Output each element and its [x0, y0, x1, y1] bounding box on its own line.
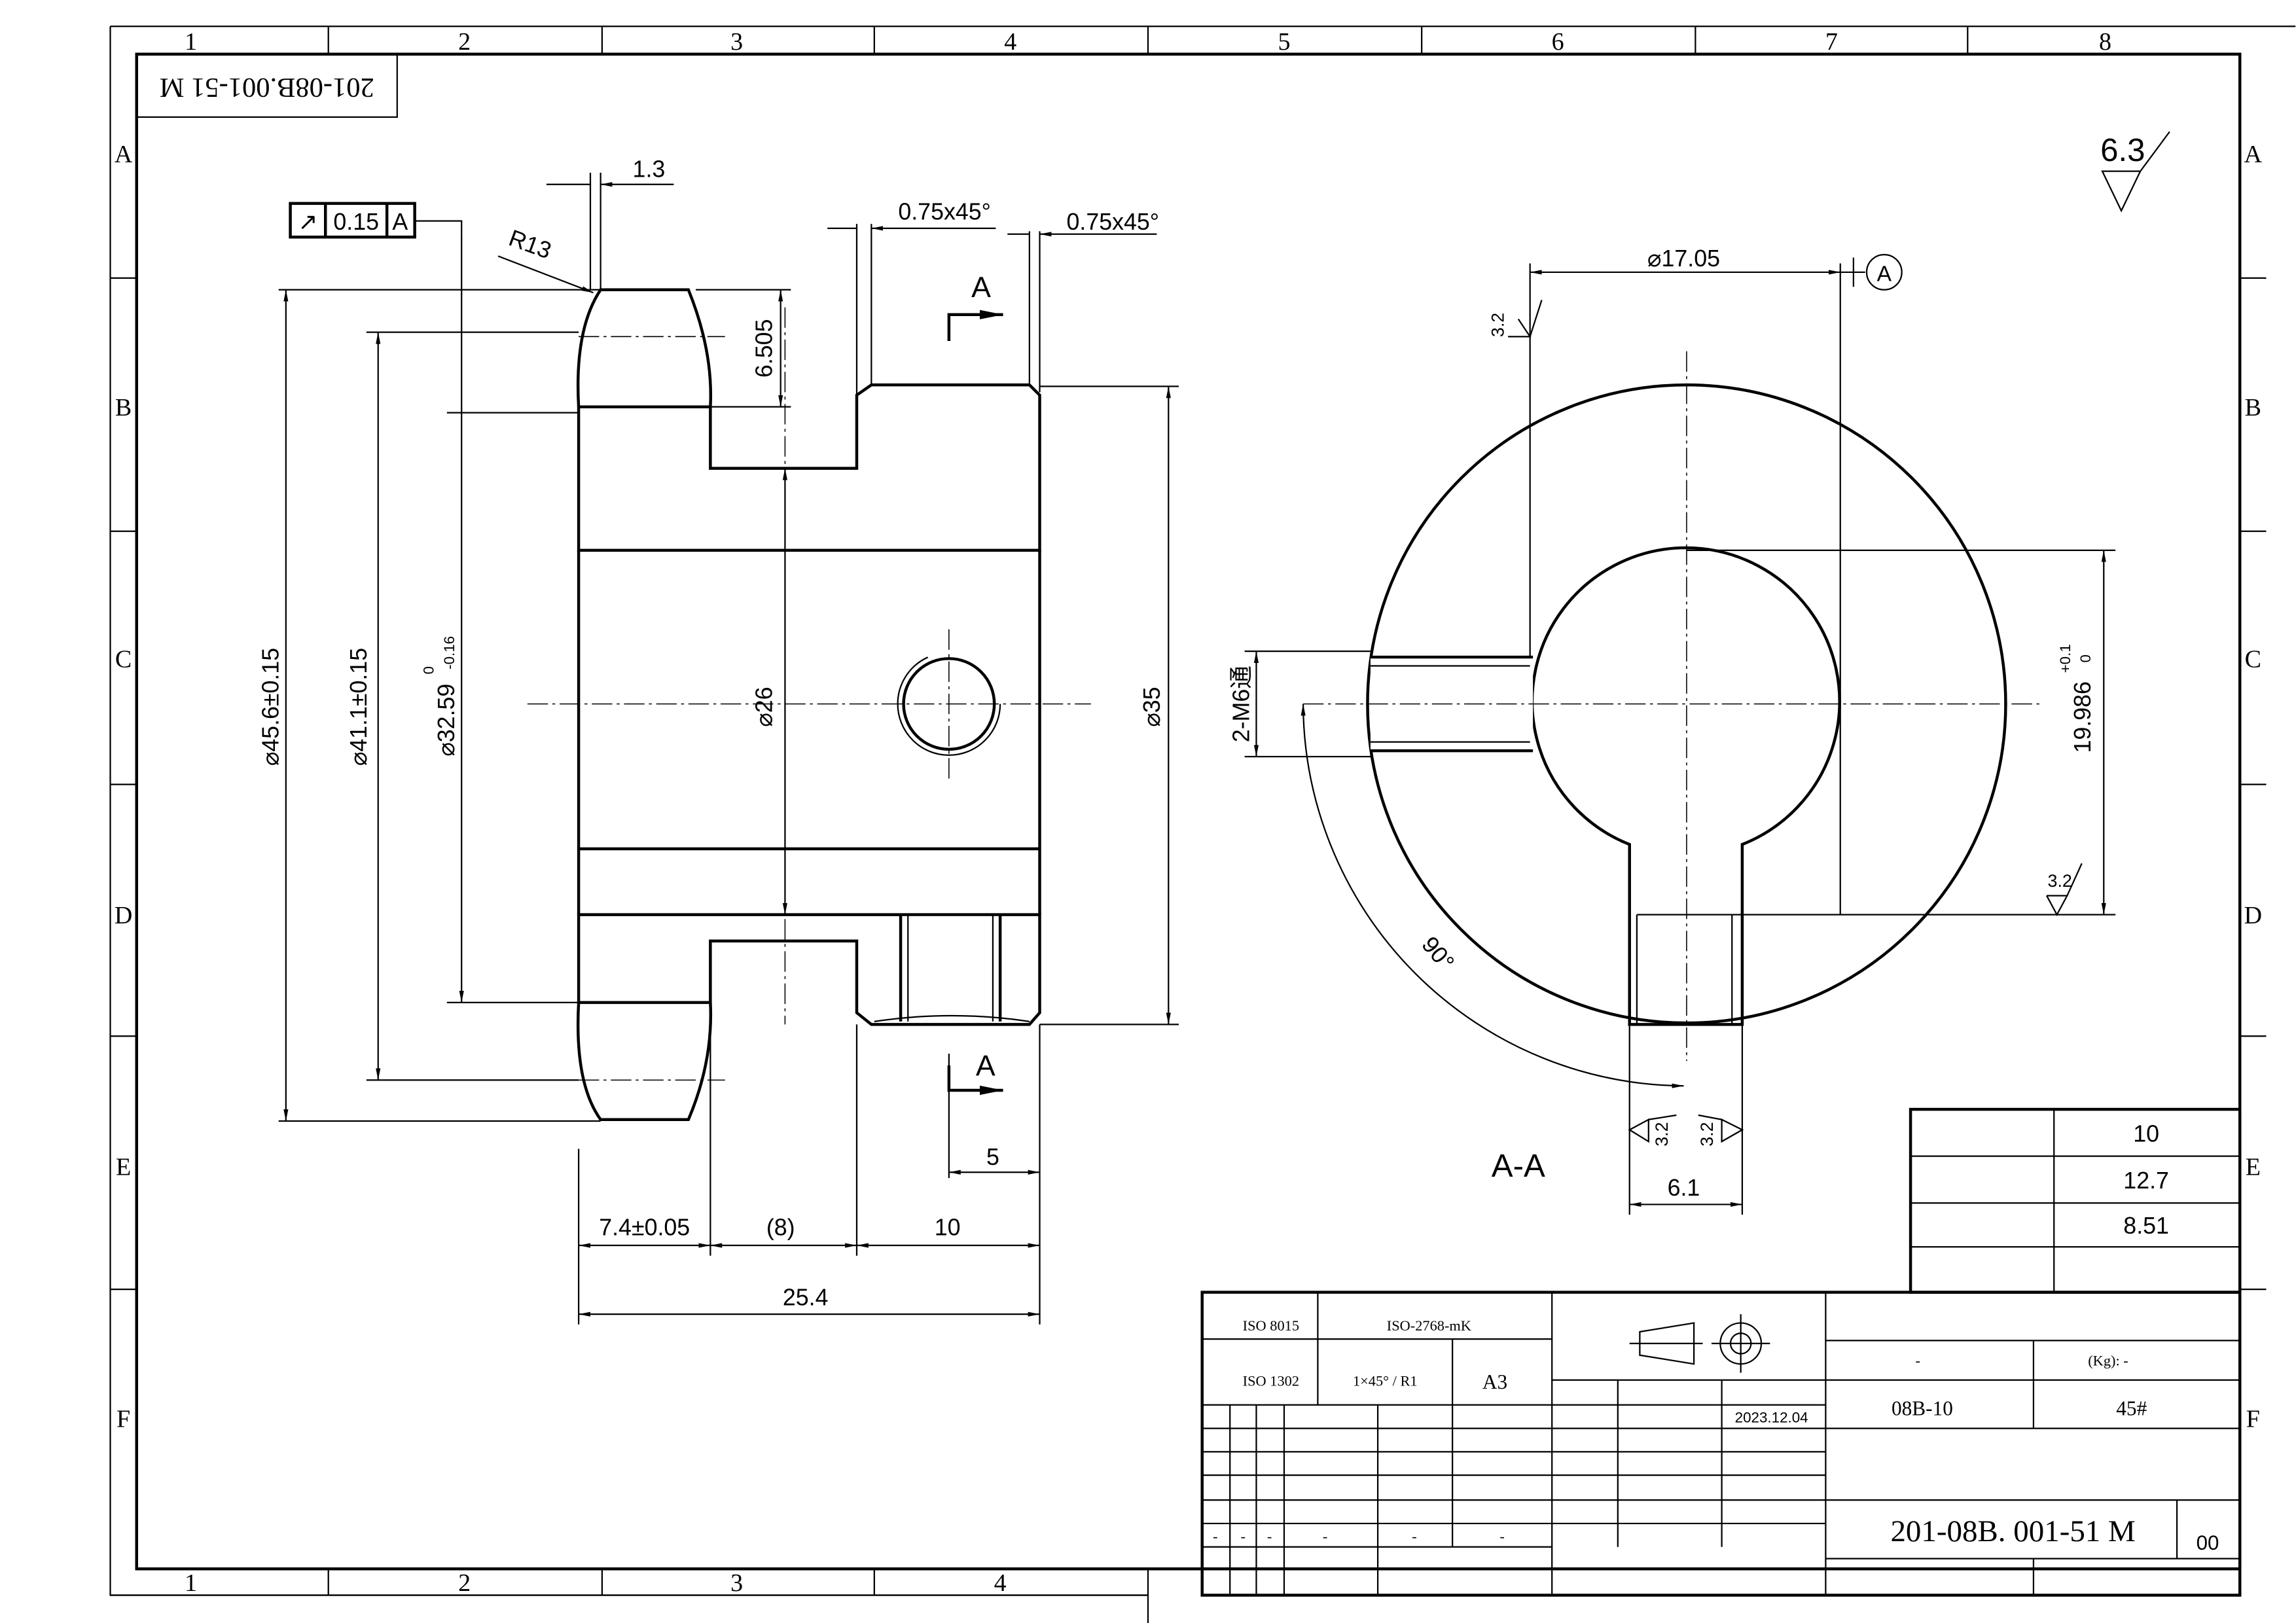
- dim-dia-35: ⌀35: [1139, 687, 1165, 726]
- dim-dia-32-59-lower: -0.16: [441, 636, 457, 669]
- dim-8: (8): [766, 1214, 795, 1240]
- dim-chamfer-1: 0.75x45°: [898, 198, 991, 224]
- sheet-size: A3: [1482, 1370, 1507, 1393]
- roughness-2: 3.2: [2048, 871, 2072, 891]
- thread-callout: 2-M6通: [1228, 666, 1254, 742]
- column-label: 7: [1825, 28, 1838, 56]
- dim-radius: R13: [505, 224, 554, 264]
- title-block: ISO 8015 ISO-2768-mK ISO 1302 1×45° / R1…: [1200, 1291, 2242, 1597]
- row-label: A: [115, 141, 133, 168]
- row-dash: -: [1412, 1528, 1416, 1544]
- row-dash: -: [1267, 1528, 1272, 1544]
- front-view: ↗ 0.15 A 1.3 0.75x45° 0.75x45° R13 6.505…: [258, 156, 1179, 1325]
- column-label: 1: [185, 1569, 197, 1597]
- corner-drawing-number: 201-08B.001-51 M: [160, 72, 374, 103]
- drawing-date: 2023.12.04: [1735, 1410, 1808, 1426]
- drawing-number: 201-08B. 001-51 M: [1890, 1514, 2135, 1548]
- row-label: D: [2244, 902, 2262, 929]
- runout-symbol: ↗: [298, 209, 317, 235]
- column-label: 6: [1552, 28, 1564, 56]
- section-mark-top: A: [971, 272, 991, 304]
- dim-6-1: 6.1: [1668, 1175, 1700, 1201]
- row-dash: -: [1241, 1528, 1246, 1544]
- param-value: 8.51: [2123, 1213, 2169, 1239]
- column-label: 1: [185, 28, 197, 56]
- dim-dia-45-6: ⌀45.6±0.15: [258, 648, 284, 766]
- row-label: E: [2246, 1154, 2261, 1181]
- row-label: C: [2245, 646, 2261, 673]
- dim-7-4: 7.4±0.05: [599, 1214, 690, 1240]
- chamfer-note: 1×45° / R1: [1353, 1373, 1418, 1389]
- row-dash: -: [1499, 1528, 1504, 1544]
- dim-dia-17-05: ⌀17.05: [1647, 245, 1720, 272]
- dim-angle: 90°: [1416, 931, 1459, 975]
- dim-1-3: 1.3: [633, 156, 666, 183]
- title-dash: -: [1916, 1352, 1920, 1368]
- row-dash: -: [1213, 1528, 1217, 1544]
- column-label: 5: [1278, 28, 1290, 56]
- tolerance-value: 0.15: [333, 209, 379, 235]
- column-label: 3: [730, 28, 743, 56]
- projection-symbol: [1629, 1314, 1770, 1373]
- roughness-1: 3.2: [1488, 313, 1507, 337]
- param-value: 10: [2133, 1120, 2159, 1147]
- section-view-a-a: ⌀17.05 A 3.2 2-M6通 19.986 +0.1 0 3.2 90°…: [1228, 131, 2170, 1215]
- parameter-table: 10 12.7 8.51: [1909, 1107, 2242, 1294]
- column-label: 3: [730, 1569, 743, 1597]
- row-label: C: [115, 646, 132, 673]
- row-label: A: [2244, 141, 2263, 168]
- param-value: 12.7: [2123, 1168, 2169, 1194]
- dim-19-986-lower: 0: [2077, 654, 2094, 662]
- column-label: 2: [458, 28, 471, 56]
- column-label: 8: [2099, 28, 2111, 56]
- section-label: A-A: [1492, 1148, 1545, 1184]
- standard-iso-2768: ISO-2768-mK: [1387, 1317, 1471, 1334]
- column-label: 2: [458, 1569, 471, 1597]
- dim-10: 10: [935, 1214, 961, 1240]
- column-label: 4: [1004, 28, 1016, 56]
- material: 45#: [2116, 1397, 2147, 1419]
- roughness-3: 3.2: [1652, 1122, 1672, 1146]
- surface-finish-general: 6.3: [2100, 132, 2145, 168]
- row-label: B: [2245, 394, 2261, 421]
- tolerance-datum: A: [392, 209, 408, 235]
- standard-iso-8015: ISO 8015: [1243, 1317, 1299, 1334]
- row-dash: -: [1323, 1528, 1327, 1544]
- model-number: 08B-10: [1892, 1397, 1953, 1419]
- geometric-tolerance-frame: ↗ 0.15 A: [289, 202, 416, 239]
- dim-dia-41-1: ⌀41.1±0.15: [346, 648, 372, 766]
- dim-dia-26: ⌀26: [751, 687, 777, 726]
- row-label: D: [115, 902, 132, 929]
- dim-dia-32-59-upper: 0: [421, 666, 437, 674]
- dim-6-505: 6.505: [751, 319, 777, 378]
- dim-5: 5: [986, 1144, 999, 1170]
- dim-19-986: 19.986: [2070, 681, 2096, 753]
- revision: 00: [2197, 1531, 2219, 1554]
- row-label: F: [2246, 1405, 2260, 1433]
- standard-iso-1302: ISO 1302: [1243, 1373, 1299, 1389]
- row-label: E: [116, 1154, 131, 1181]
- datum-a: A: [1877, 262, 1892, 286]
- weight-field: (Kg): -: [2088, 1352, 2128, 1368]
- dim-25-4: 25.4: [783, 1285, 829, 1311]
- dim-dia-32-59: ⌀32.59: [433, 684, 459, 757]
- dim-19-986-upper: +0.1: [2057, 644, 2073, 673]
- roughness-4: 3.2: [1697, 1122, 1717, 1146]
- column-label: 4: [994, 1569, 1007, 1597]
- row-label: B: [115, 394, 132, 421]
- dim-chamfer-2: 0.75x45°: [1067, 209, 1160, 235]
- sheet-frame: 1 2 3 4 5 6 7 8 1 2 3 4 A B C D E F A B …: [109, 26, 2296, 1623]
- row-label: F: [117, 1405, 130, 1433]
- section-mark-bottom: A: [976, 1050, 996, 1082]
